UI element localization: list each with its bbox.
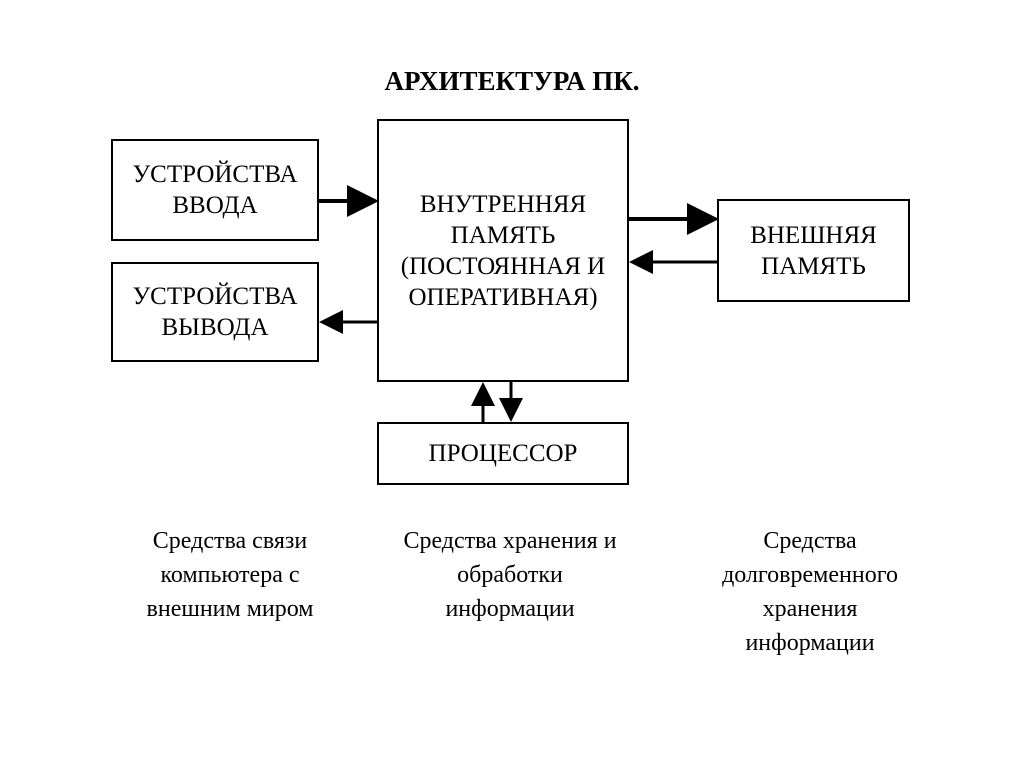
external-memory-label: ВНЕШНЯЯ ПАМЯТЬ — [750, 221, 877, 280]
processor-label: ПРОЦЕССОР — [428, 440, 578, 467]
input-devices-label: УСТРОЙСТВА ВВОДА — [132, 161, 298, 219]
caption-storage-processing: Средства хранения и обработки информации — [403, 528, 617, 622]
output-devices-box: УСТРОЙСТВА ВЫВОДА — [111, 262, 319, 362]
internal-memory-box: ВНУТРЕННЯЯ ПАМЯТЬ (ПОСТОЯННАЯ И ОПЕРАТИВ… — [377, 119, 629, 382]
output-devices-label: УСТРОЙСТВА ВЫВОДА — [132, 283, 298, 341]
internal-memory-label: ВНУТРЕННЯЯ ПАМЯТЬ (ПОСТОЯННАЯ И ОПЕРАТИВ… — [400, 190, 606, 311]
caption-long-term-storage: Средства долговременного хранения информ… — [722, 528, 898, 656]
diagram-title: АРХИТЕКТУРА ПК. — [384, 66, 640, 96]
input-devices-box: УСТРОЙСТВА ВВОДА — [111, 139, 319, 241]
processor-box: ПРОЦЕССОР — [377, 422, 629, 485]
caption-communication: Средства связи компьютера с внешним миро… — [146, 528, 314, 622]
external-memory-box: ВНЕШНЯЯ ПАМЯТЬ — [717, 199, 910, 302]
